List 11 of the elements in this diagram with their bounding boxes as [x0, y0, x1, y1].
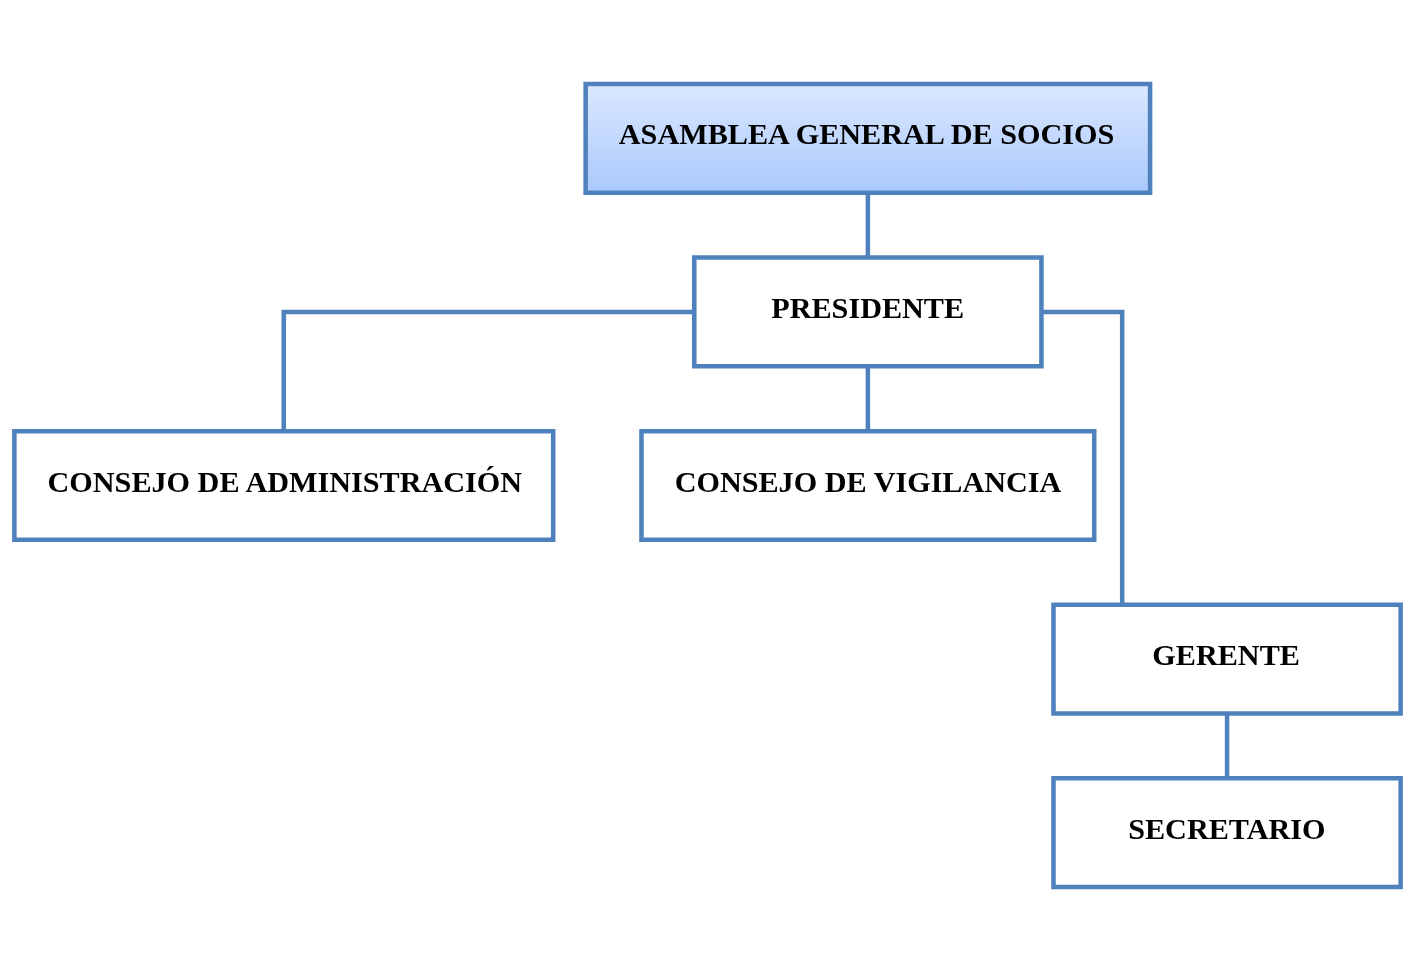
node-box: ASAMBLEA GENERAL DE SOCIOS	[583, 81, 1153, 195]
node-box: SECRETARIO	[1051, 776, 1403, 890]
connector	[1041, 309, 1125, 605]
connector	[865, 192, 871, 258]
node-box: GERENTE	[1051, 602, 1403, 716]
node-box: CONSEJO DE ADMINISTRACIÓN	[12, 428, 556, 543]
node-box: CONSEJO DE VIGILANCIA	[639, 428, 1097, 543]
node-box: PRESIDENTE	[692, 255, 1044, 369]
connector	[281, 309, 695, 432]
connector	[865, 366, 871, 431]
connector	[1224, 713, 1230, 778]
